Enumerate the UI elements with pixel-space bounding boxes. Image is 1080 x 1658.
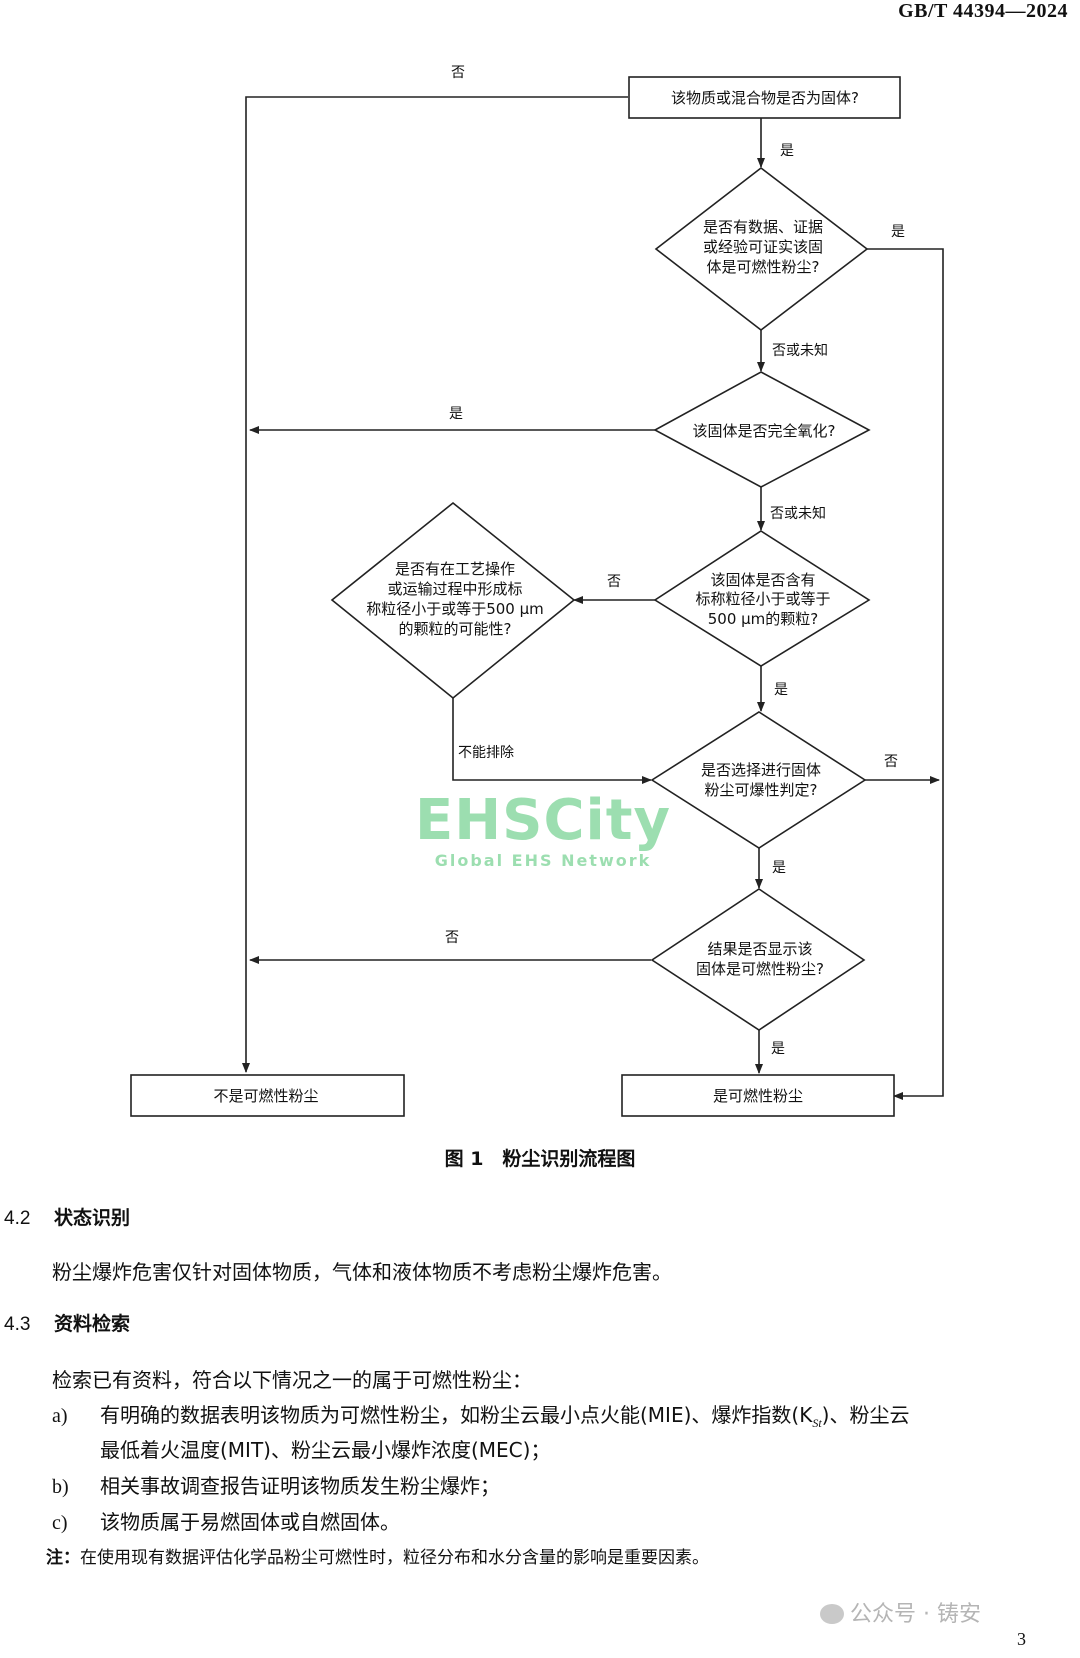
node-explosibility-test-line2: 粉尘可爆性判定? xyxy=(705,781,818,799)
page-number: 3 xyxy=(1017,1629,1026,1649)
edge-data-yes xyxy=(867,248,944,1100)
list-item: b) 相关事故调查报告证明该物质发生粉尘爆炸； xyxy=(52,1470,500,1499)
node-particle-size: 该固体是否含有 标称粒径小于或等于 500 μm的颗粒? xyxy=(653,530,871,667)
end-not-combustible-dust-text: 不是可燃性粉尘 xyxy=(213,1087,318,1105)
node-test-result-line1: 结果是否显示该 xyxy=(707,940,812,958)
list-item: c) 该物质属于易燃固体或自燃固体。 xyxy=(52,1506,400,1535)
list-marker: c) xyxy=(52,1512,68,1534)
label-test-no: 否 xyxy=(884,754,898,770)
edge-solid-no xyxy=(242,96,628,1073)
section-4-3-intro: 检索已有资料，符合以下情况之一的属于可燃性粉尘： xyxy=(52,1368,532,1392)
node-explosibility-test: 是否选择进行固体 粉尘可爆性判定? xyxy=(650,711,867,849)
node-process-formation-line3: 称粒径小于或等于500 μm xyxy=(366,600,544,618)
label-oxidized-yes: 是 xyxy=(449,406,463,422)
node-has-data-line2: 或经验可证实该固 xyxy=(703,238,823,256)
node-explosibility-test-line1: 是否选择进行固体 xyxy=(701,761,821,779)
label-particle-yes: 是 xyxy=(774,682,788,698)
end-combustible-dust: 是可燃性粉尘 xyxy=(621,1074,895,1117)
label-test-yes: 是 xyxy=(772,860,786,876)
list-item-continuation: 最低着火温度(MIT)、粉尘云最小爆炸浓度(MEC)； xyxy=(100,1438,551,1462)
note-text: 在使用现有数据评估化学品粉尘可燃性时，粒径分布和水分含量的影响是重要因素。 xyxy=(80,1548,709,1568)
list-item: a) 有明确的数据表明该物质为可燃性粉尘，如粉尘云最小点火能(MIE)、爆炸指数(… xyxy=(52,1399,909,1431)
list-item-text: 该物质属于易燃固体或自燃固体。 xyxy=(100,1510,400,1534)
node-test-result-line2: 固体是可燃性粉尘? xyxy=(696,960,824,978)
end-not-combustible-dust: 不是可燃性粉尘 xyxy=(130,1074,405,1117)
note-label: 注： xyxy=(46,1548,80,1568)
edge-process-cannot-exclude xyxy=(452,698,652,784)
wechat-icon xyxy=(820,1604,844,1624)
node-test-result: 结果是否显示该 固体是可燃性粉尘? xyxy=(650,888,866,1031)
node-process-formation-line4: 的颗粒的可能性? xyxy=(399,620,512,638)
end-combustible-dust-text: 是可燃性粉尘 xyxy=(713,1087,803,1105)
section-title: 资料检索 xyxy=(54,1313,131,1335)
node-particle-size-line3: 500 μm的颗粒? xyxy=(708,610,819,628)
list-item-text: 相关事故调查报告证明该物质发生粉尘爆炸； xyxy=(100,1474,500,1498)
note: 注：在使用现有数据评估化学品粉尘可燃性时，粒径分布和水分含量的影响是重要因素。 xyxy=(46,1543,709,1568)
connectors xyxy=(242,96,944,1100)
figure-caption: 图 1 粉尘识别流程图 xyxy=(444,1148,636,1170)
node-process-formation-line2: 或运输过程中形成标 xyxy=(387,580,522,598)
label-result-no: 否 xyxy=(445,930,459,946)
list-item-text: 有明确的数据表明该物质为可燃性粉尘，如粉尘云最小点火能(MIE)、爆炸指数(K xyxy=(100,1403,813,1427)
node-has-data-line1: 是否有数据、证据 xyxy=(703,218,823,236)
section-4-2-heading: 4.2 状态识别 xyxy=(4,1203,130,1230)
list-item-subscript: St xyxy=(812,1416,822,1430)
node-particle-size-line1: 该固体是否含有 xyxy=(710,571,815,589)
section-number: 4.2 xyxy=(4,1208,31,1229)
wechat-source-text: 公众号 · 铸安 xyxy=(850,1602,981,1627)
label-oxidized-no: 否或未知 xyxy=(770,505,826,522)
node-process-formation-line1: 是否有在工艺操作 xyxy=(395,560,515,578)
wechat-source: 公众号 · 铸安 xyxy=(820,1596,981,1628)
label-solid-yes: 是 xyxy=(780,143,794,159)
node-is-solid-text: 该物质或混合物是否为固体? xyxy=(671,89,859,107)
node-particle-size-line2: 标称粒径小于或等于 xyxy=(695,590,830,608)
label-solid-no: 否 xyxy=(451,65,465,81)
label-data-yes: 是 xyxy=(891,224,905,240)
label-result-yes: 是 xyxy=(771,1041,785,1057)
list-item-text-after: )、粉尘云 xyxy=(821,1403,910,1427)
dust-identification-flowchart: 该物质或混合物是否为固体? 是否有数据、证据 或经验可证实该固 体是可燃性粉尘?… xyxy=(130,65,944,1117)
label-particle-no: 否 xyxy=(607,574,621,590)
node-has-data-line3: 体是可燃性粉尘? xyxy=(707,258,820,276)
node-is-solid: 该物质或混合物是否为固体? xyxy=(628,76,901,119)
node-fully-oxidized-text: 该固体是否完全氧化? xyxy=(693,422,836,440)
list-marker: b) xyxy=(52,1476,69,1498)
section-number: 4.3 xyxy=(4,1314,31,1335)
node-has-data: 是否有数据、证据 或经验可证实该固 体是可燃性粉尘? xyxy=(654,166,869,332)
section-4-3-heading: 4.3 资料检索 xyxy=(4,1309,130,1336)
section-4-2-text: 粉尘爆炸危害仅针对固体物质，气体和液体物质不考虑粉尘爆炸危害。 xyxy=(52,1260,672,1284)
standard-code: GB/T 44394—2024 xyxy=(898,0,1068,22)
node-fully-oxidized: 该固体是否完全氧化? xyxy=(653,371,871,488)
section-title: 状态识别 xyxy=(54,1207,131,1229)
list-marker: a) xyxy=(52,1405,68,1427)
label-data-no: 否或未知 xyxy=(772,342,828,359)
label-process-cannot-exclude: 不能排除 xyxy=(458,745,514,761)
node-process-formation: 是否有在工艺操作 或运输过程中形成标 称粒径小于或等于500 μm 的颗粒的可能… xyxy=(330,501,576,700)
